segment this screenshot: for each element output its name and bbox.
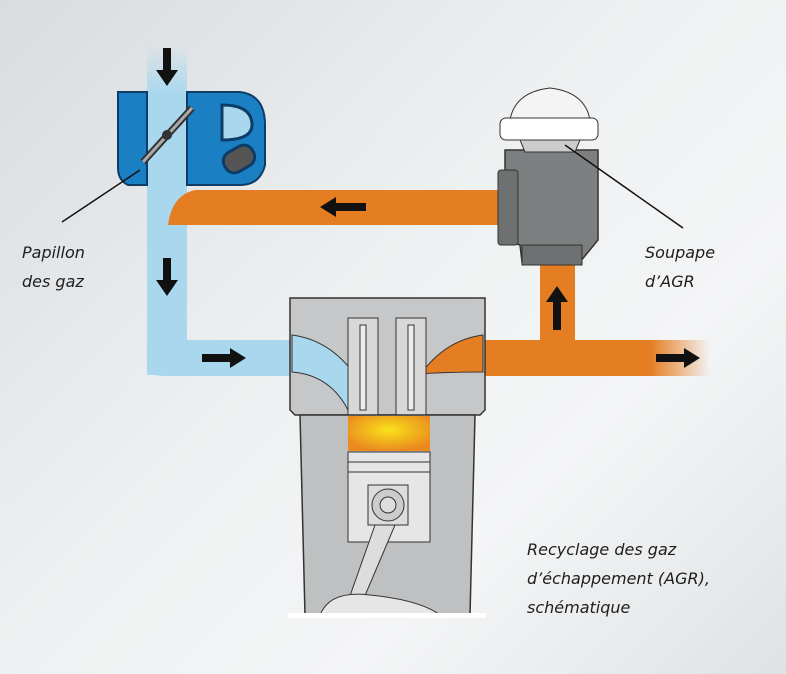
- throttle-leader-line: [61, 169, 141, 223]
- arrow-down-icon: [156, 258, 178, 296]
- arrow-up-icon: [546, 286, 568, 330]
- throttle-label-line: Papillon: [22, 243, 85, 262]
- flow-arrows: [156, 48, 700, 368]
- egr-valve: [497, 87, 599, 266]
- egr-valve-label-line: d’AGR: [645, 272, 695, 291]
- caption-line: Recyclage des gaz: [527, 540, 677, 559]
- throttle-label-line: des gaz: [22, 272, 84, 291]
- throttle-label: Papillon des gaz: [22, 238, 85, 296]
- caption-line: d’échappement (AGR),: [527, 569, 710, 588]
- caption: Recyclage des gaz d’échappement (AGR), s…: [527, 535, 710, 622]
- egr-leader-line: [564, 144, 684, 229]
- throttle-body: [117, 91, 266, 186]
- caption-line: schématique: [527, 598, 631, 617]
- arrow-down-icon: [156, 48, 178, 86]
- arrow-right-icon: [202, 348, 246, 368]
- arrow-left-icon: [320, 197, 366, 217]
- engine-cylinder: [288, 297, 486, 618]
- arrow-right-icon: [656, 348, 700, 368]
- egr-valve-label-line: Soupape: [645, 243, 716, 262]
- egr-valve-label: Soupape d’AGR: [645, 238, 715, 296]
